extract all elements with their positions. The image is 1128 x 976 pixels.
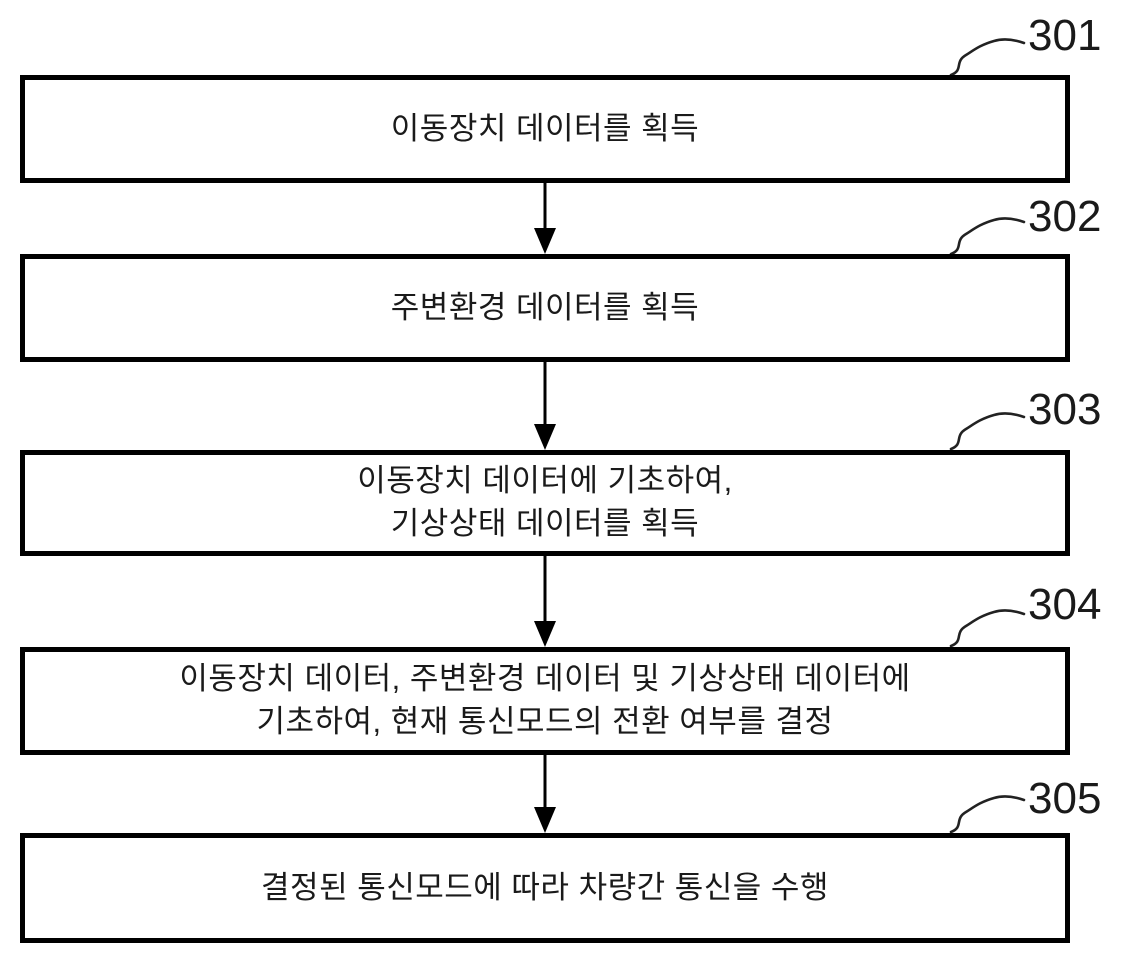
step-text: 결정된 통신모드에 따라 차량간 통신을 수행 [261,869,829,905]
leader-line-304 [949,609,1026,647]
step-text: 이동장치 데이터에 기초하여, [357,463,733,499]
down-arrow-3 [534,556,556,647]
arrowhead-icon [534,424,556,450]
leader-line-303 [949,412,1026,450]
leader-line-305 [949,795,1026,833]
step-box-304: 이동장치 데이터, 주변환경 데이터 및 기상상태 데이터에 기초하여, 현재 … [20,647,1070,755]
ref-label-301: 301 [1028,11,1102,60]
step-box-301: 이동장치 데이터를 획득 [20,75,1070,183]
step-text: 주변환경 데이터를 획득 [390,289,700,325]
arrowhead-icon [534,228,556,254]
step-text: 이동장치 데이터, 주변환경 데이터 및 기상상태 데이터에 [179,661,911,697]
step-box-305: 결정된 통신모드에 따라 차량간 통신을 수행 [20,833,1070,943]
arrow-shaft [543,183,547,232]
down-arrow-4 [534,755,556,833]
leader-line-302 [949,217,1026,255]
ref-label-303: 303 [1028,385,1102,434]
ref-label-305: 305 [1028,774,1102,823]
down-arrow-2 [534,362,556,450]
step-text: 기상상태 데이터를 획득 [390,506,700,541]
arrow-shaft [543,556,547,625]
arrow-shaft [543,362,547,428]
step-text: 기초하여, 현재 통신모드의 전환 여부를 결정 [256,704,834,739]
ref-label-302: 302 [1028,192,1102,241]
arrow-shaft [543,755,547,811]
step-text: 이동장치 데이터를 획득 [390,110,700,146]
ref-label-304: 304 [1028,580,1102,629]
down-arrow-1 [534,183,556,254]
arrowhead-icon [534,621,556,647]
leader-line-301 [949,38,1026,76]
step-box-302: 주변환경 데이터를 획득 [20,254,1070,362]
step-box-303: 이동장치 데이터에 기초하여, 기상상태 데이터를 획득 [20,450,1070,556]
arrowhead-icon [534,807,556,833]
